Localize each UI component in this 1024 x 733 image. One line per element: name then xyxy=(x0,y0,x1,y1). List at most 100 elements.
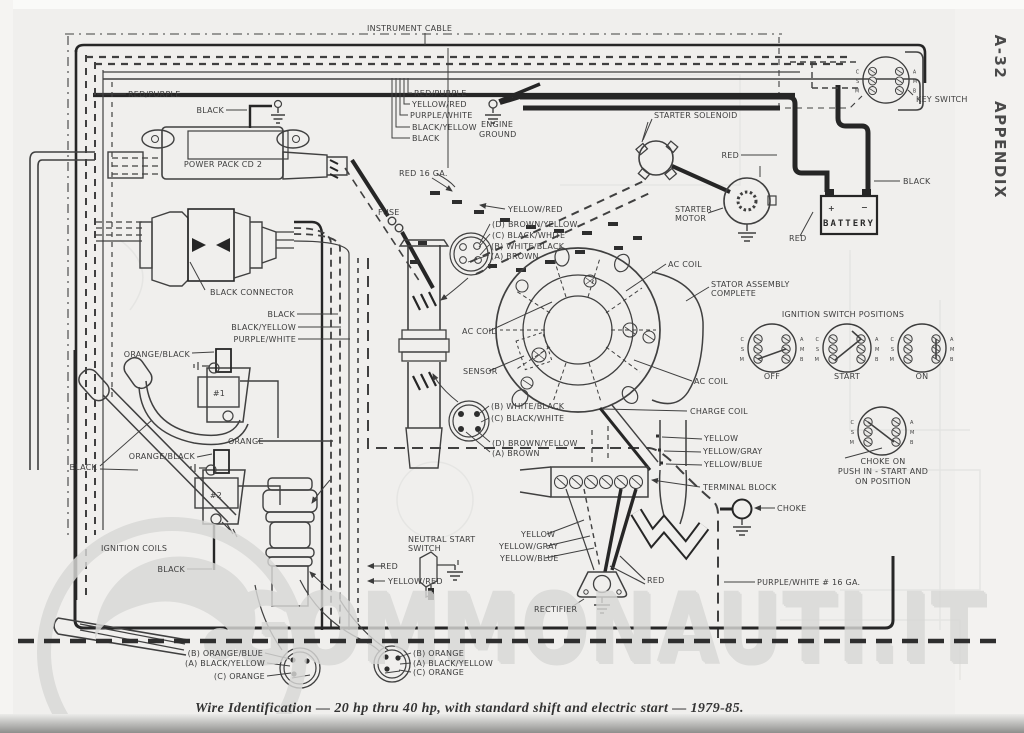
purple-white-16ga-label: PURPLE/WHITE # 16 GA. xyxy=(757,578,860,587)
switch-on-label: ON xyxy=(916,372,929,381)
orange-wires xyxy=(238,380,333,505)
conn-bot-c-label: (C) BLACK/WHITE xyxy=(491,414,564,423)
ignition-coils-label: IGNITION COILS xyxy=(101,544,167,553)
yellow-red-mid-label: YELLOW/RED xyxy=(411,100,467,109)
power-pack: POWER PACK CD 2 xyxy=(107,99,348,180)
battery-symbol: + − BATTERY xyxy=(799,180,900,237)
conn-bot-a-label: (A) BROWN xyxy=(492,449,540,458)
starter-motor-label-1: STARTER xyxy=(675,205,712,214)
ac-coil-left-label: AC COIL xyxy=(462,327,496,336)
black-yellow-v-label: BLACK/YELLOW xyxy=(231,323,296,332)
plug-left-b-label: (B) ORANGE/BLUE xyxy=(188,649,263,658)
choke-label: CHOKE xyxy=(777,504,806,513)
neutral-start-switch-symbol xyxy=(367,551,463,600)
battery-label: BATTERY xyxy=(823,219,875,229)
watermark-shade: GOMMONAUTI.IT xyxy=(229,575,989,687)
black-coil2-label: BLACK xyxy=(157,565,185,574)
conn-bot-b-label: (B) WHITE/BLACK xyxy=(491,402,565,411)
spark-plug-wires xyxy=(78,356,249,523)
black-connector-symbol xyxy=(96,208,294,291)
right-margin xyxy=(955,0,1024,733)
battery-minus: − xyxy=(861,203,868,212)
key-switch-symbol xyxy=(790,51,924,111)
conn-bot-d-label: (D) BROWN/YELLOW xyxy=(492,439,578,448)
lower-frame xyxy=(73,350,895,630)
plug-connector-right xyxy=(373,645,412,683)
choke-note-1: CHOKE ON xyxy=(860,457,905,466)
watermark-shadow: GOMMONAUTI.IT xyxy=(226,572,986,684)
page-number: A-32 xyxy=(991,35,1009,80)
starter-solenoid-symbol xyxy=(635,121,731,194)
neutral-start-label-2: SWITCH xyxy=(408,544,441,553)
red-16ga-label: RED 16 GA. xyxy=(399,169,448,178)
yellow-gray-center-label: YELLOW/GRAY xyxy=(498,542,558,551)
rectifier-label: RECTIFIER xyxy=(534,605,577,614)
orange-label: ORANGE xyxy=(228,437,264,446)
red-battery-label: RED xyxy=(789,234,807,243)
orange-black-1-label: ORANGE/BLACK xyxy=(124,350,191,359)
starter-solenoid-label: STARTER SOLENOID xyxy=(654,111,738,120)
instrument-cable-label: INSTRUMENT CABLE xyxy=(367,24,452,33)
black-mid-label: BLACK xyxy=(412,134,440,143)
watermark: GOMMONAUTI.IT GOMMONAUTI.IT GommonAUTI.I… xyxy=(37,517,989,733)
yellow-right-label: YELLOW xyxy=(703,434,738,443)
neutral-start-label-1: NEUTRAL START xyxy=(408,535,475,544)
right-leaders xyxy=(544,434,703,559)
watermark-text: GommonAUTI.IT xyxy=(228,574,988,686)
engine-ground-label-2: GROUND xyxy=(479,130,517,139)
ghost-bleedthrough xyxy=(119,74,981,680)
switch-start-label: START xyxy=(834,372,860,381)
yellow-red-2-label: YELLOW/RED xyxy=(507,205,563,214)
coil1-number: #1 xyxy=(213,389,225,398)
sensor-label: SENSOR xyxy=(463,367,498,376)
four-pin-connector-bottom xyxy=(448,400,491,453)
terminal-block-symbol xyxy=(519,420,710,585)
conn-top-a-label: (A) BROWN xyxy=(491,252,539,261)
red-neutral-label: RED xyxy=(380,562,398,571)
yellow-center-label: YELLOW xyxy=(520,530,555,539)
fuse-label: FUSE xyxy=(378,208,400,217)
plug-left-c-label: (C) ORANGE xyxy=(214,672,265,681)
black-connector-label: BLACK CONNECTOR xyxy=(210,288,294,297)
switch-off-label: OFF xyxy=(764,372,780,381)
yellow-blue-right-label: YELLOW/BLUE xyxy=(703,460,763,469)
engine-ground-symbol xyxy=(485,82,541,124)
power-pack-label: POWER PACK CD 2 xyxy=(184,160,262,169)
conn-top-b-label: (B) WHITE/BLACK xyxy=(491,242,565,251)
purple-white-mid-label: PURPLE/WHITE xyxy=(410,111,473,120)
starter-motor-label-2: MOTOR xyxy=(675,214,706,223)
choke-note-3: ON POSITION xyxy=(855,477,911,486)
diagram-labels: INSTRUMENT CABLE RED/PURPLE BLACK RED/PU… xyxy=(69,24,967,681)
stator-label-1: STATOR ASSEMBLY xyxy=(711,280,790,289)
orange-black-2-label: ORANGE/BLACK xyxy=(129,452,196,461)
conn-top-c-label: (C) BLACK/WHITE xyxy=(492,231,565,240)
choke-symbol xyxy=(720,498,775,583)
figure-caption: Wire Identification — 20 hp thru 40 hp, … xyxy=(195,701,744,716)
ac-coil-right-label: AC COIL xyxy=(694,377,728,386)
red-solenoid-label: RED xyxy=(721,151,739,160)
conn-top-d-label: (D) BROWN/YELLOW xyxy=(492,220,578,229)
key-switch-label: KEY SWITCH xyxy=(916,95,968,104)
ignition-switch-positions-title: IGNITION SWITCH POSITIONS xyxy=(782,310,904,319)
plug-right-b-label: (B) ORANGE xyxy=(413,649,464,658)
plug-left-a-label: (A) BLACK/YELLOW xyxy=(185,659,265,668)
black-battery-label: BLACK xyxy=(903,177,931,186)
stator-label-2: COMPLETE xyxy=(711,289,756,298)
ignition-coil-1: #1 xyxy=(191,348,251,423)
ignition-switch-positions xyxy=(738,323,956,456)
plug-right-c-label: (C) ORANGE xyxy=(413,668,464,677)
round-connector-stack xyxy=(262,477,333,607)
top-edge xyxy=(0,0,1024,9)
appendix-label: APPENDIX xyxy=(991,101,1009,199)
bottom-scan-shadow xyxy=(0,714,1024,733)
stator-cable xyxy=(398,239,469,469)
terminal-block-label: TERMINAL BLOCK xyxy=(702,483,777,492)
charge-coil-label: CHARGE COIL xyxy=(690,407,748,416)
battery-plus: + xyxy=(828,204,835,213)
yellow-red-neutral-label: YELLOW/RED xyxy=(387,577,443,586)
ac-coil-topright-label: AC COIL xyxy=(668,260,702,269)
red-purple-left-label: RED/PURPLE xyxy=(128,90,181,99)
red-rectifier-label: RED xyxy=(647,576,665,585)
